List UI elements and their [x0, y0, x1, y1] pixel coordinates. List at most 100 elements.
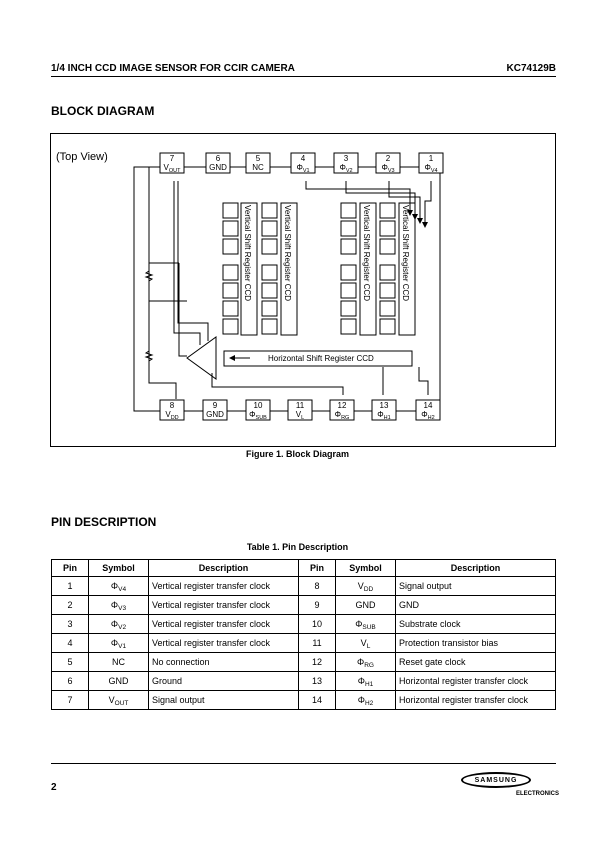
pin-number: 4	[301, 154, 306, 163]
block-diagram-heading: BLOCK DIAGRAM	[51, 104, 155, 118]
resistor-icon	[144, 270, 154, 282]
pin-symbol: NC	[252, 163, 264, 172]
footer-rule	[51, 763, 556, 764]
pin-cell: 9	[298, 595, 336, 615]
pin-box: 5NC	[245, 152, 271, 174]
photodiode-cell	[379, 202, 396, 219]
svg-text:Vertical Shift Register CCD: Vertical Shift Register CCD	[362, 205, 371, 301]
pin-description-table: Pin Symbol Description Pin Symbol Descri…	[51, 559, 556, 710]
photodiode-cell	[222, 300, 239, 317]
page-number: 2	[51, 782, 57, 793]
horizontal-register: Horizontal Shift Register CCD	[223, 350, 413, 367]
description-cell: Signal output	[395, 576, 556, 596]
pin-symbol: ΦH1	[377, 410, 390, 421]
svg-text:Vertical Shift Register CCD: Vertical Shift Register CCD	[283, 205, 292, 301]
pin-cell: 11	[298, 633, 336, 653]
logo-text: SAMSUNG	[474, 776, 518, 784]
samsung-logo: SAMSUNG	[461, 772, 531, 788]
photodiode-cell	[222, 318, 239, 335]
photodiode-cell	[340, 220, 357, 237]
wiring	[148, 167, 432, 399]
table-caption: Table 1. Pin Description	[246, 542, 349, 552]
pin-cell: 12	[298, 652, 336, 672]
symbol-cell: ΦH1	[335, 671, 396, 691]
photodiode-cell	[261, 282, 278, 299]
pin-number: 3	[344, 154, 349, 163]
pin-number: 11	[296, 401, 305, 410]
pin-number: 7	[170, 154, 175, 163]
photodiode-cell	[222, 202, 239, 219]
vertical-register-right-1: Vertical Shift Register CCD	[359, 202, 377, 336]
column-header: Description	[148, 559, 299, 577]
svg-text:Vertical Shift Register CCD: Vertical Shift Register CCD	[401, 205, 410, 301]
description-cell: Horizontal register transfer clock	[395, 671, 556, 691]
logo-subtext: ELECTRONICS	[516, 791, 560, 797]
vertical-register-right-2: Vertical Shift Register CCD	[398, 202, 416, 336]
description-cell: GND	[395, 595, 556, 615]
photodiode-cell	[379, 300, 396, 317]
photodiode-cell	[261, 264, 278, 281]
symbol-cell: ΦV1	[88, 633, 149, 653]
column-header: Symbol	[335, 559, 396, 577]
pin-number: 9	[213, 401, 218, 410]
description-cell: Ground	[148, 671, 299, 691]
photodiode-cell	[379, 282, 396, 299]
pin-symbol: ΦV4	[424, 163, 437, 174]
symbol-cell: ΦH2	[335, 690, 396, 710]
photodiode-cell	[222, 282, 239, 299]
pin-cell: 5	[51, 652, 89, 672]
pin-cell: 13	[298, 671, 336, 691]
column-header: Description	[395, 559, 556, 577]
pin-cell: 2	[51, 595, 89, 615]
symbol-cell: VDD	[335, 576, 396, 596]
symbol-cell: ΦV2	[88, 614, 149, 634]
symbol-cell: VOUT	[88, 690, 149, 710]
pin-symbol: ΦV2	[339, 163, 352, 174]
pin-number: 14	[424, 401, 433, 410]
pin-number: 13	[380, 401, 389, 410]
table-header-row: Pin Symbol Description Pin Symbol Descri…	[51, 559, 556, 577]
pin-symbol: VL	[296, 410, 304, 421]
photodiode-cell	[340, 202, 357, 219]
svg-text:Vertical Shift Register CCD: Vertical Shift Register CCD	[243, 205, 252, 301]
pin-symbol: ΦRG	[335, 410, 350, 421]
output-amplifier	[186, 336, 217, 380]
photodiode-cell	[261, 238, 278, 255]
photodiode-cell	[340, 282, 357, 299]
view-label: (Top View)	[56, 151, 108, 163]
symbol-cell: NC	[88, 652, 149, 672]
pin-cell: 6	[51, 671, 89, 691]
photodiode-cell	[222, 238, 239, 255]
header-rule	[51, 76, 556, 77]
photodiode-cell	[340, 238, 357, 255]
photodiode-cell	[222, 264, 239, 281]
symbol-cell: ΦRG	[335, 652, 396, 672]
photodiode-cell	[379, 220, 396, 237]
description-cell: No connection	[148, 652, 299, 672]
pin-symbol: ΦSUB	[249, 410, 267, 421]
description-cell: Vertical register transfer clock	[148, 633, 299, 653]
description-cell: Protection transistor bias	[395, 633, 556, 653]
column-header: Pin	[51, 559, 89, 577]
pixel-array	[222, 202, 396, 335]
pin-number: 1	[429, 154, 434, 163]
description-cell: Vertical register transfer clock	[148, 576, 299, 596]
symbol-cell: ΦV4	[88, 576, 149, 596]
photodiode-cell	[261, 202, 278, 219]
pin-symbol: VDD	[165, 410, 178, 421]
